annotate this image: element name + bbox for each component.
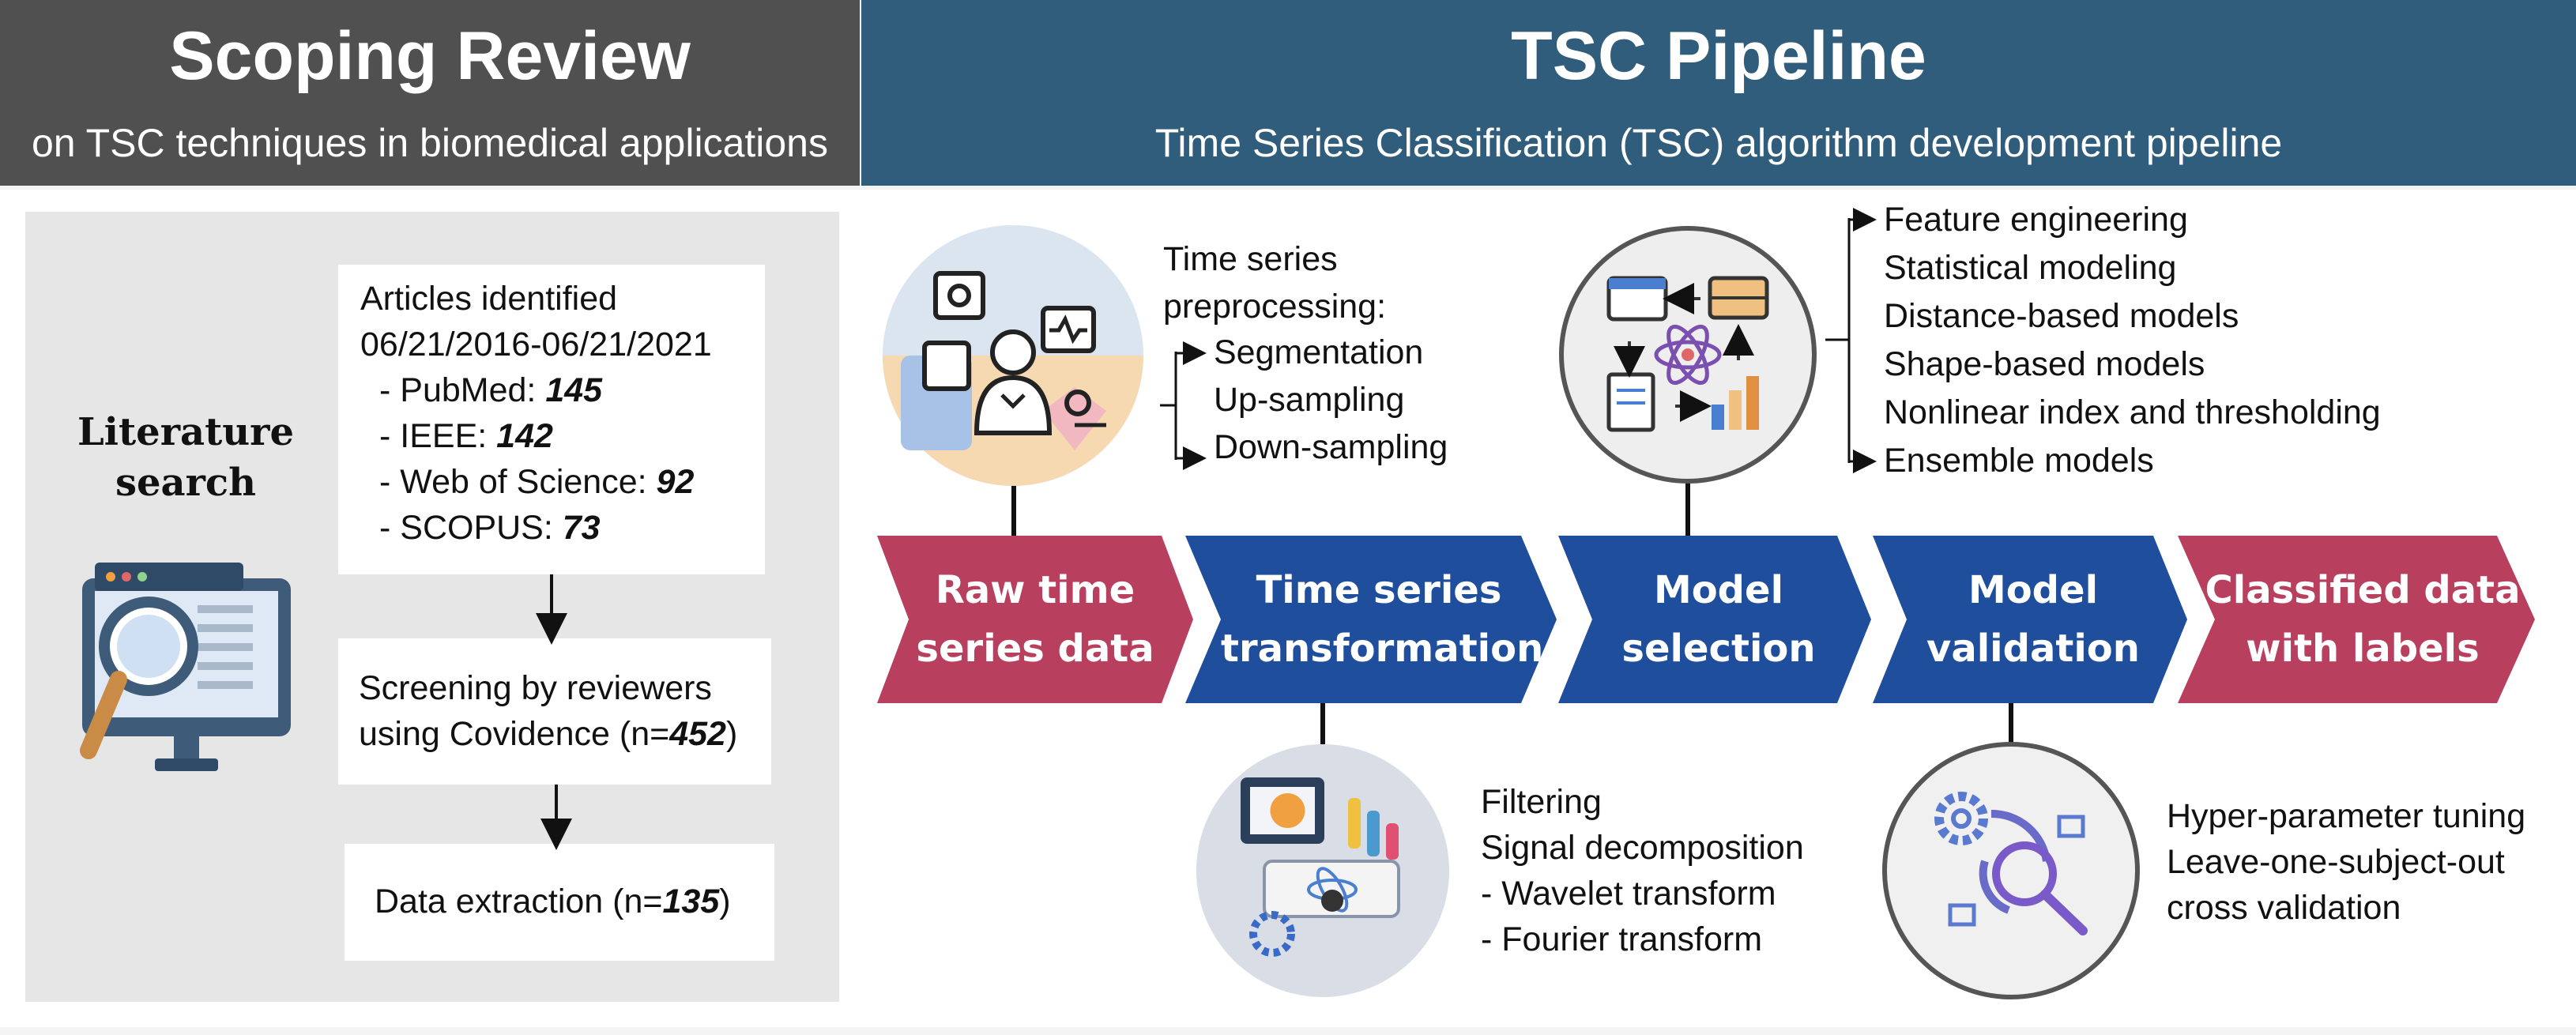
preprocessing-item: Down-sampling	[1214, 428, 1448, 466]
tsc-pipeline-title: TSC Pipeline	[1511, 18, 1926, 94]
stage-classified-line1: Classified data	[2205, 568, 2521, 612]
validation-item: Leave-one-subject-out	[2167, 843, 2505, 881]
stage-selection-line1: Model	[1653, 568, 1784, 612]
literature-label-line2: search	[115, 461, 257, 505]
model-type-item: Ensemble models	[1884, 442, 2154, 480]
model-type-item: Statistical modeling	[1884, 249, 2177, 287]
model-types-list: Feature engineering Statistical modeling…	[1884, 196, 2381, 485]
stage-validation-line2: validation	[1926, 627, 2140, 671]
stage-transformation-line1: Time series	[1256, 568, 1502, 612]
stage-transformation-label: Time series transformation	[1221, 561, 1544, 678]
transformation-list: Filtering Signal decomposition - Wavelet…	[1481, 779, 1804, 962]
preprocessing-item: Up-sampling	[1214, 381, 1405, 419]
scoping-review-header: Scoping Review on TSC techniques in biom…	[0, 0, 860, 186]
preprocessing-title: Time series preprocessing:	[1163, 235, 1386, 330]
articles-identified-box: Articles identified 06/21/2016-06/21/202…	[338, 265, 765, 574]
transformation-item: - Wavelet transform	[1481, 875, 1776, 913]
screening-line2: using Covidence (n=452)	[359, 715, 738, 753]
source-pubmed: - PubMed: 145	[379, 371, 603, 409]
validation-list: Hyper-parameter tuning Leave-one-subject…	[2167, 793, 2525, 931]
preprocessing-title-line2: preprocessing:	[1163, 288, 1387, 326]
scoping-review-subtitle: on TSC techniques in biomedical applicat…	[31, 121, 828, 165]
model-type-item: Nonlinear index and thresholding	[1884, 393, 2381, 431]
model-type-item: Feature engineering	[1884, 201, 2188, 239]
stage-raw-line1: Raw time	[935, 568, 1135, 612]
source-ieee: - IEEE: 142	[379, 417, 553, 455]
identified-line2: 06/21/2016-06/21/2021	[360, 326, 712, 363]
stage-raw-line2: series data	[916, 627, 1154, 671]
stage-transformation-line2: transformation	[1221, 627, 1544, 671]
screening-line1: Screening by reviewers	[359, 669, 712, 707]
scoping-review-title: Scoping Review	[169, 18, 691, 94]
preprocessing-item: Segmentation	[1214, 333, 1424, 371]
identified-line1: Articles identified	[360, 280, 618, 318]
transformation-item: - Fourier transform	[1481, 920, 1763, 958]
screening-box: Screening by reviewers using Covidence (…	[338, 638, 771, 785]
extraction-line: Data extraction (n=135)	[375, 883, 731, 920]
stage-selection-line2: selection	[1621, 627, 1816, 671]
preprocessing-list: Segmentation Up-sampling Down-sampling	[1214, 329, 1448, 471]
model-type-item: Distance-based models	[1884, 297, 2239, 335]
literature-label-line1: Literature	[77, 410, 294, 454]
data-extraction-box: Data extraction (n=135)	[345, 844, 774, 961]
literature-search-label: Literature search	[63, 407, 308, 508]
source-web-of-science: - Web of Science: 92	[379, 463, 695, 501]
model-type-item: Shape-based models	[1884, 345, 2205, 383]
stage-classified-label: Classified data with labels	[2205, 561, 2521, 678]
stage-validation-label: Model validation	[1907, 561, 2160, 678]
source-scopus: - SCOPUS: 73	[379, 509, 601, 547]
transformation-item: Filtering	[1481, 783, 1602, 821]
tsc-pipeline-subtitle: Time Series Classification (TSC) algorit…	[1154, 121, 2283, 165]
preprocessing-title-line1: Time series	[1163, 240, 1338, 278]
stage-selection-label: Model selection	[1592, 561, 1845, 678]
stage-classified-line2: with labels	[2246, 627, 2480, 671]
validation-item: Hyper-parameter tuning	[2167, 797, 2526, 835]
tsc-pipeline-header: TSC Pipeline Time Series Classification …	[861, 0, 2576, 186]
validation-item: cross validation	[2167, 889, 2401, 927]
stage-validation-line1: Model	[1968, 568, 2099, 612]
transformation-item: Signal decomposition	[1481, 829, 1804, 867]
stage-raw-label: Raw time series data	[909, 561, 1162, 678]
